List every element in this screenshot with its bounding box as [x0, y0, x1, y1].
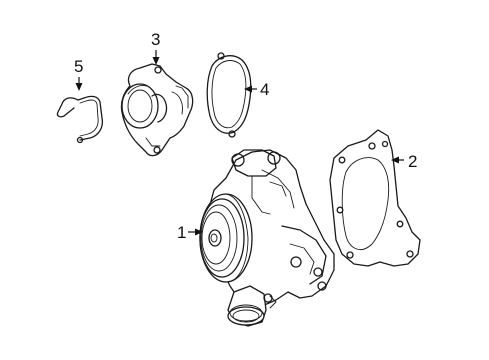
- callout-3: 3: [151, 30, 160, 65]
- callout-5-arrowhead: [75, 83, 83, 91]
- callout-2: 2: [391, 152, 417, 171]
- part-1-water-pump: [199, 149, 335, 327]
- part-5-clip: [56, 95, 104, 144]
- callout-3-label: 3: [151, 30, 160, 49]
- callout-5: 5: [74, 57, 83, 91]
- callout-5-label: 5: [74, 57, 83, 76]
- callout-4-label: 4: [260, 80, 269, 99]
- callout-4: 4: [244, 80, 269, 99]
- callout-1-label: 1: [177, 223, 186, 242]
- callout-3-arrowhead: [152, 57, 160, 65]
- part-4-gasket: [206, 52, 252, 138]
- part-3-housing: [120, 63, 194, 157]
- callout-2-label: 2: [408, 152, 417, 171]
- part-2-gasket: [329, 129, 421, 267]
- callout-1: 1: [177, 223, 203, 242]
- callout-4-arrowhead: [244, 85, 252, 93]
- callout-2-arrowhead: [391, 156, 399, 164]
- callout-1-arrowhead: [195, 228, 203, 236]
